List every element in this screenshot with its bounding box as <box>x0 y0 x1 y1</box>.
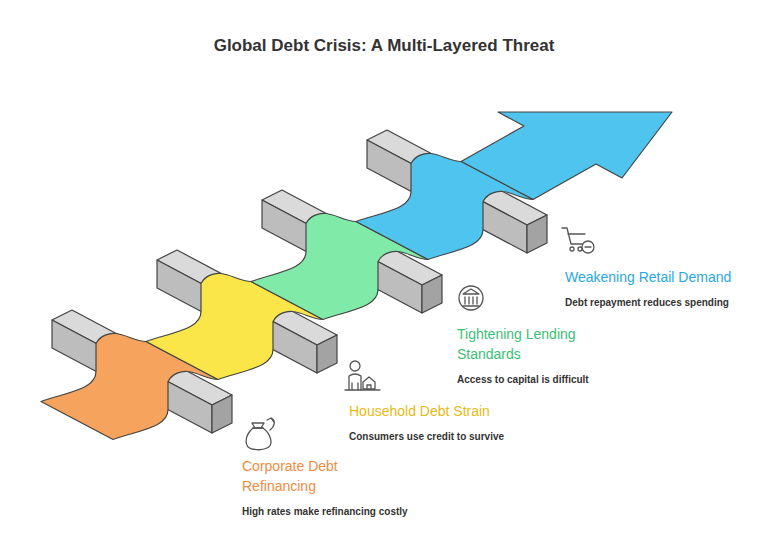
step-description: High rates make refinancing costly <box>242 505 408 519</box>
step-heading: Tightening Lending Standards <box>457 324 602 364</box>
diagram-title: Global Debt Crisis: A Multi-Layered Thre… <box>0 36 768 56</box>
step-heading: Household Debt Strain <box>349 401 549 421</box>
household-icon <box>345 361 380 390</box>
step-node: Corporate Debt RefinancingHigh rates mak… <box>242 456 408 519</box>
step-node: Weakening Retail DemandDebt repayment re… <box>565 267 765 310</box>
step-heading: Weakening Retail Demand <box>565 267 765 287</box>
step-heading: Corporate Debt Refinancing <box>242 456 372 496</box>
step-description: Debt repayment reduces spending <box>565 296 765 310</box>
step-description: Consumers use credit to survive <box>349 430 549 444</box>
money-bag-icon <box>246 418 274 450</box>
ribbon-segment <box>356 153 533 259</box>
step-description: Access to capital is difficult <box>457 373 602 387</box>
bank-icon <box>459 286 483 310</box>
step-node: Household Debt StrainConsumers use credi… <box>349 401 549 444</box>
cart-icon <box>562 228 594 253</box>
step-node: Tightening Lending StandardsAccess to ca… <box>457 324 602 387</box>
